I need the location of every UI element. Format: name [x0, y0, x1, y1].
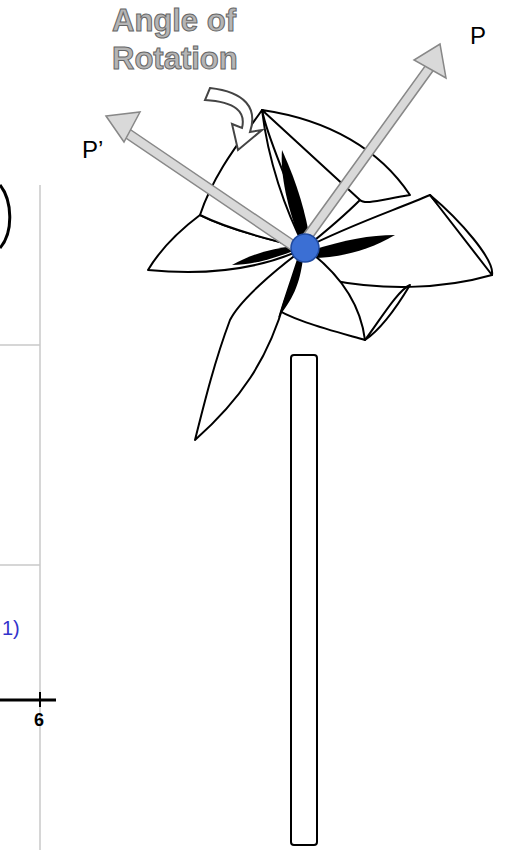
coordinate-fragment: 1) — [2, 617, 38, 640]
graph-fragment — [0, 185, 56, 850]
angle-arrow — [205, 88, 262, 150]
angle-caption: Angle of Rotation — [112, 2, 272, 78]
stick — [291, 355, 317, 845]
center-dot — [291, 234, 319, 262]
image-point-label: P’ — [82, 136, 122, 164]
point-label: P — [470, 22, 500, 50]
blades — [148, 110, 492, 440]
axis-tick-number: 6 — [34, 710, 58, 731]
